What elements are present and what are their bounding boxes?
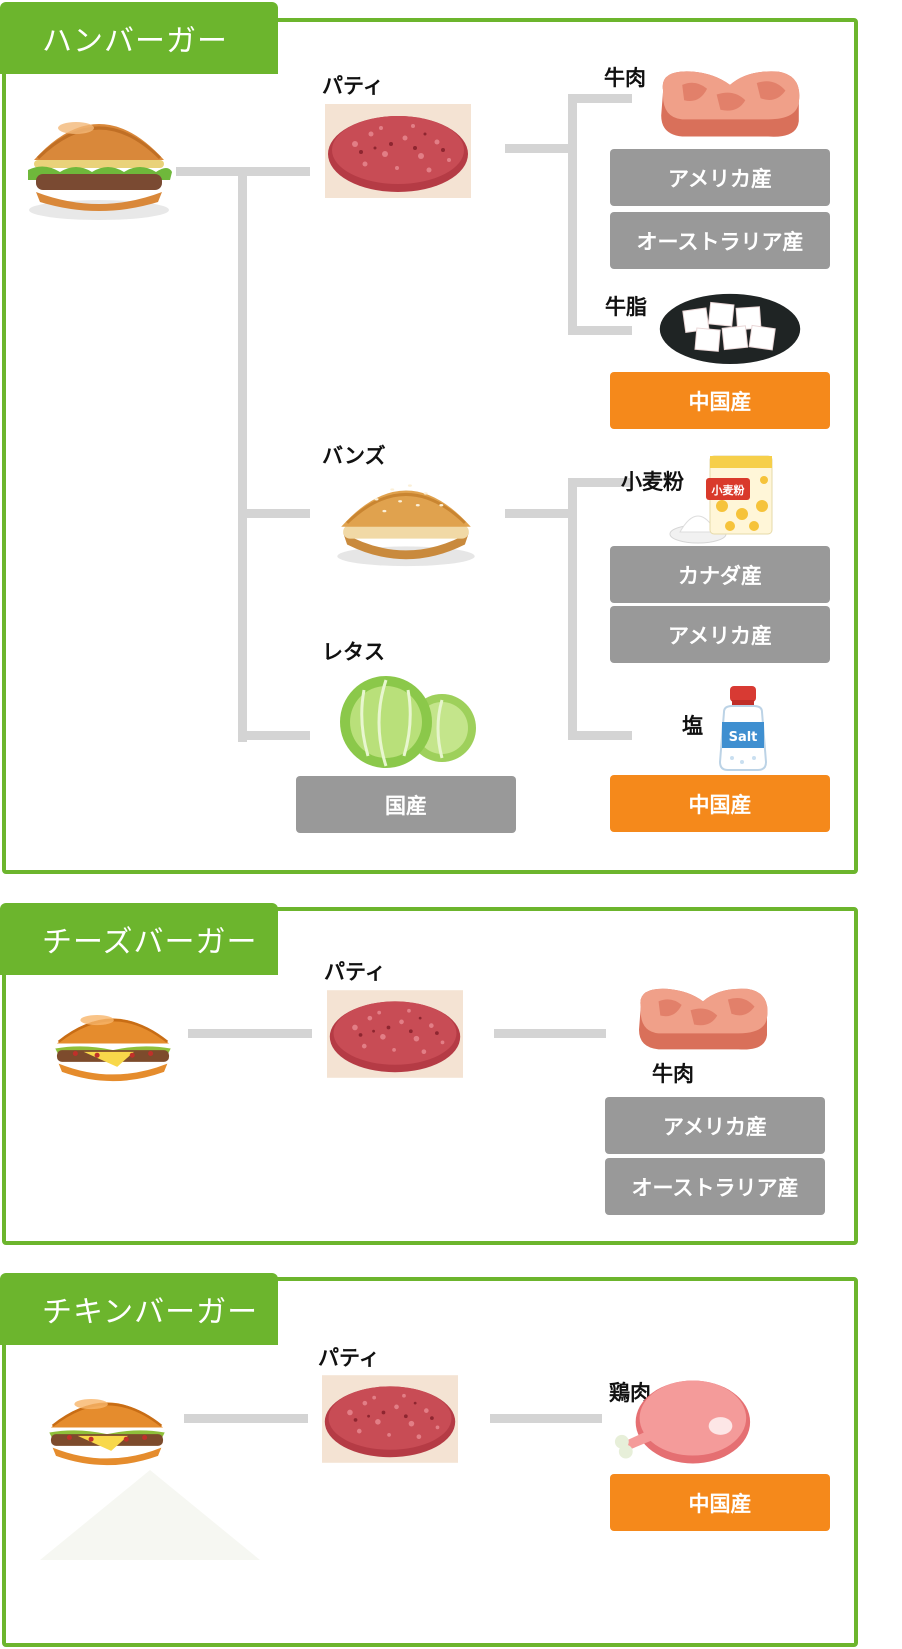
- connector: [176, 167, 310, 176]
- buns-image: [324, 462, 488, 570]
- beef-origin-badge: オーストラリア産: [610, 212, 830, 269]
- connector: [184, 1414, 308, 1423]
- chickenburger-image: [44, 1384, 170, 1476]
- connector: [238, 509, 310, 518]
- salt-image: Salt: [718, 686, 768, 771]
- connector: [568, 326, 632, 335]
- chickenburger-tab: チキンバーガー: [0, 1273, 278, 1345]
- chickenburger-title: チキンバーガー: [42, 1295, 259, 1330]
- cheeseburger-beef-image: [628, 980, 778, 1060]
- connector: [568, 731, 632, 740]
- cheeseburger-beef-label: 牛肉: [652, 1062, 694, 1086]
- cheeseburger-beef-origin-badge: オーストラリア産: [605, 1158, 825, 1215]
- beef-fat-image: [656, 288, 804, 366]
- flour-origin-badge: カナダ産: [610, 546, 830, 603]
- lettuce-label: レタス: [322, 640, 385, 664]
- lettuce-image: [324, 670, 484, 770]
- connector: [505, 144, 575, 153]
- chicken-origin-badge: 中国産: [610, 1474, 830, 1531]
- patty-label: パティ: [322, 74, 384, 98]
- connector: [188, 1029, 312, 1038]
- cheeseburger-patty-image: [327, 990, 463, 1078]
- cheeseburger-patty-label: パティ: [324, 960, 386, 984]
- cheeseburger-beef-origin-badge: アメリカ産: [605, 1097, 825, 1154]
- lettuce-origin-badge: 国産: [296, 776, 516, 833]
- salt-label: 塩: [682, 714, 703, 738]
- beef-origin-badge: アメリカ産: [610, 149, 830, 206]
- connector: [568, 478, 577, 740]
- beef-fat-label: 牛脂: [605, 295, 647, 319]
- connector: [238, 172, 247, 742]
- hamburger-title: ハンバーガー: [42, 24, 228, 59]
- buns-label: バンズ: [322, 444, 386, 468]
- connector: [568, 94, 632, 103]
- beef-fat-origin-badge: 中国産: [610, 372, 830, 429]
- flour-label: 小麦粉: [621, 470, 684, 494]
- salt-origin-badge: 中国産: [610, 775, 830, 832]
- salt-bottle-text: Salt: [729, 730, 758, 745]
- connector: [568, 94, 577, 334]
- chickenburger-patty-image: [322, 1375, 458, 1463]
- beef-image: [650, 62, 810, 148]
- chicken-image: [610, 1372, 758, 1472]
- flour-pack-text: 小麦粉: [711, 483, 745, 497]
- chickenburger-patty-label: パティ: [318, 1346, 380, 1370]
- beef-label: 牛肉: [604, 66, 646, 90]
- hamburger-image: [24, 98, 174, 228]
- flour-image: 小麦粉: [669, 455, 773, 544]
- cheeseburger-image: [50, 1000, 176, 1092]
- patty-image: [324, 104, 472, 198]
- connector: [494, 1029, 606, 1038]
- flour-origin-badge: アメリカ産: [610, 606, 830, 663]
- connector: [568, 478, 632, 487]
- connector: [505, 509, 575, 518]
- hamburger-tab: ハンバーガー: [0, 2, 278, 74]
- decorative-shadow: [40, 1470, 260, 1560]
- connector: [490, 1414, 602, 1423]
- cheeseburger-tab: チーズバーガー: [0, 903, 278, 975]
- cheeseburger-title: チーズバーガー: [42, 925, 258, 960]
- connector: [238, 731, 310, 740]
